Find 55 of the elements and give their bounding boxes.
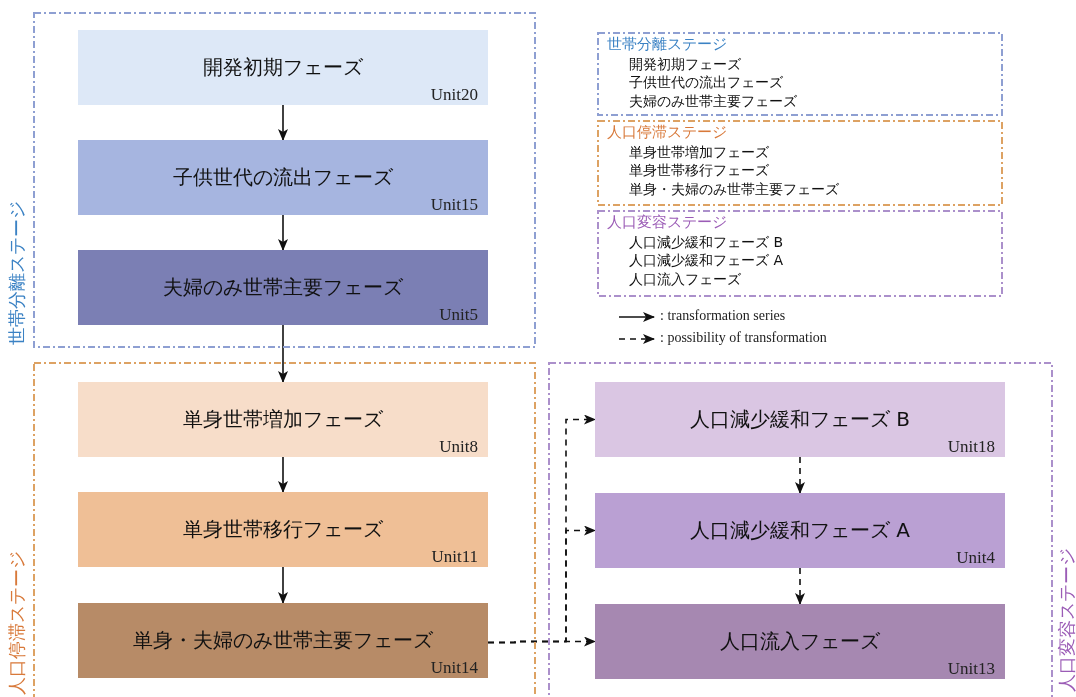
unit-label: Unit18 <box>947 437 995 457</box>
arrow <box>278 104 288 141</box>
phase-label: 人口流入フェーズ <box>720 628 880 655</box>
phase-box <box>78 30 488 105</box>
unit-label: Unit15 <box>430 195 478 215</box>
phase-name: 人口減少緩和フェーズ B <box>629 232 784 251</box>
phase-label: 開発初期フェーズ <box>203 54 363 81</box>
phase-box <box>78 603 488 678</box>
phase-label: 人口減少緩和フェーズ A <box>689 517 910 544</box>
stage-label: 人口停滞ステージ <box>5 551 28 695</box>
stage-label: 人口変容ステージ <box>1055 548 1076 692</box>
stage-key-box <box>597 120 1003 206</box>
unit-label: Unit20 <box>430 85 478 105</box>
unit-label: Unit11 <box>431 547 478 567</box>
unit-label: Unit8 <box>439 437 478 457</box>
stage-label: 世帯分離ステージ <box>5 201 28 345</box>
phase-name: 開発初期フェーズ <box>629 54 741 73</box>
arrow <box>278 324 288 383</box>
phase-name: 単身・夫婦のみ世帯主要フェーズ <box>629 179 839 198</box>
stage-heading: 人口変容ステージ <box>607 213 727 231</box>
arrow <box>795 567 805 605</box>
legend-label: : possibility of transformation <box>660 330 827 346</box>
phase-box <box>78 492 488 567</box>
phase-box <box>595 604 1005 679</box>
phase-label: 夫婦のみ世帯主要フェーズ <box>163 274 403 301</box>
phase-name: 単身世帯増加フェーズ <box>629 142 769 161</box>
unit-label: Unit4 <box>956 548 995 568</box>
phase-label: 人口減少緩和フェーズ B <box>689 406 911 433</box>
arrow <box>278 456 288 493</box>
arrow <box>278 566 288 604</box>
unit-label: Unit13 <box>947 659 995 679</box>
phase-name: 人口減少緩和フェーズ A <box>629 251 784 269</box>
stage-heading: 世帯分離ステージ <box>607 35 727 53</box>
phase-name: 子供世代の流出フェーズ <box>629 73 783 91</box>
phase-label: 単身世帯増加フェーズ <box>183 406 383 433</box>
phase-box <box>595 382 1005 457</box>
phase-name: 夫婦のみ世帯主要フェーズ <box>629 91 797 110</box>
unit-label: Unit5 <box>439 305 478 325</box>
stage-key-box <box>597 32 1003 116</box>
arrow <box>278 214 288 251</box>
stage-key-box <box>597 210 1003 297</box>
arrow <box>487 636 596 647</box>
phase-box <box>78 250 488 325</box>
stage-heading: 人口停滞ステージ <box>607 123 727 141</box>
unit-label: Unit14 <box>430 658 478 678</box>
phase-label: 単身・夫婦のみ世帯主要フェーズ <box>133 627 433 654</box>
phase-name: 単身世帯移行フェーズ <box>629 161 769 179</box>
phase-box <box>78 382 488 457</box>
phase-name: 人口流入フェーズ <box>629 269 741 288</box>
phase-box <box>595 493 1005 568</box>
phase-label: 子供世代の流出フェーズ <box>173 164 393 191</box>
legend-label: : transformation series <box>660 308 786 324</box>
phase-label: 単身世帯移行フェーズ <box>183 516 383 543</box>
phase-box <box>78 140 488 215</box>
arrow <box>795 456 805 494</box>
